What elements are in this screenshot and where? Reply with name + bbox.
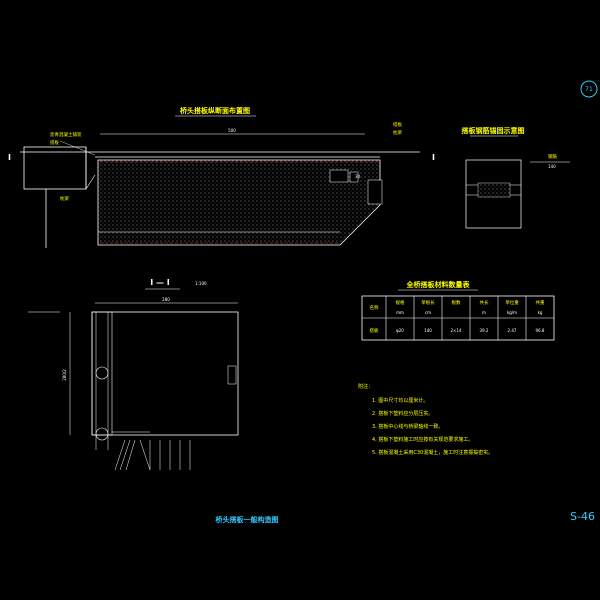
note-5: 5. 搭板混凝土采用C30混凝土，施工时注意振捣密实。 xyxy=(372,449,493,456)
note-4: 4. 搭板下垫料施工时应按有关规范要求施工。 xyxy=(372,436,473,443)
section-title: I — I xyxy=(150,278,170,287)
th-unit-weight: 单位重 xyxy=(505,299,519,306)
th-total-length: 共长 xyxy=(480,299,489,306)
td-name: 搭板 xyxy=(370,327,379,334)
section-view: I — I 1:100 280 280/2 xyxy=(28,278,239,471)
td-unit-length: 140 xyxy=(424,328,432,333)
tu-total-weight: kg xyxy=(538,310,543,315)
drawing-title: 桥头搭板一般构造图 xyxy=(216,515,279,524)
section-scale: 1:100 xyxy=(195,281,207,286)
page-number: 71 xyxy=(585,86,593,93)
callout-sleeper: 枕梁 xyxy=(60,195,69,202)
td-count: 2×14 xyxy=(451,328,462,333)
tu-unit-length: cm xyxy=(425,310,431,315)
callout-right-a: 搭板 xyxy=(393,121,402,128)
th-count: 根数 xyxy=(452,299,461,306)
bar-len-dim: 140 xyxy=(548,164,556,169)
callout-slab: 搭板 xyxy=(50,139,59,146)
plan-total-dim: 500 xyxy=(228,128,236,133)
section-mark-left: I xyxy=(8,153,11,162)
td-total-length: 39.2 xyxy=(480,328,489,333)
note-2: 2. 搭板下垫料应分层压实。 xyxy=(372,410,433,417)
bar-detail-title: 搭板钢筋锚固示意图 xyxy=(462,126,525,135)
section-width-dim: 280 xyxy=(162,297,170,302)
tu-unit-weight: kg/m xyxy=(507,310,517,315)
callout-right-b: 枕梁 xyxy=(393,129,402,136)
sheet-number: S-46 xyxy=(570,510,595,523)
th-spec: 规格 xyxy=(396,299,405,306)
td-spec: φ20 xyxy=(396,328,404,333)
plan-side-dim: 30 xyxy=(355,174,361,179)
section-mark-right: I xyxy=(432,153,435,162)
bar-detail: 搭板钢筋锚固示意图 钢筋 140 xyxy=(462,126,570,229)
callout-pavement: 沥青混凝土铺装 xyxy=(50,131,82,138)
table-title: 全桥搭板材料数量表 xyxy=(406,280,471,289)
tu-spec: mm xyxy=(396,310,404,315)
tu-total-length: m xyxy=(482,310,486,315)
section-height-dim: 280/2 xyxy=(62,369,67,381)
th-total-weight: 共重 xyxy=(536,299,545,306)
notes: 附注： 1. 图中尺寸均以厘米计。 2. 搭板下垫料应分层压实。 3. 搭板中心… xyxy=(358,383,493,456)
page-number-badge: 71 xyxy=(580,80,598,98)
fill-body xyxy=(97,159,381,246)
th-unit-length: 单根长 xyxy=(421,299,435,306)
material-table: 全桥搭板材料数量表 名称 规格 单根长 根数 共长 单位重 共重 mm cm m… xyxy=(361,280,555,341)
abutment xyxy=(23,146,96,248)
th-name: 名称 xyxy=(370,304,379,311)
td-unit-weight: 2.47 xyxy=(508,328,517,333)
plan-view: 桥头搭板纵断面布置图 500 xyxy=(8,106,435,248)
td-total-weight: 96.8 xyxy=(536,328,545,333)
bar-label: 钢筋 xyxy=(548,153,557,160)
plan-title: 桥头搭板纵断面布置图 xyxy=(180,106,250,115)
notes-title: 附注： xyxy=(358,383,373,390)
note-3: 3. 搭板中心线与桥梁轴线一致。 xyxy=(372,423,443,430)
note-1: 1. 图中尺寸均以厘米计。 xyxy=(372,397,428,404)
